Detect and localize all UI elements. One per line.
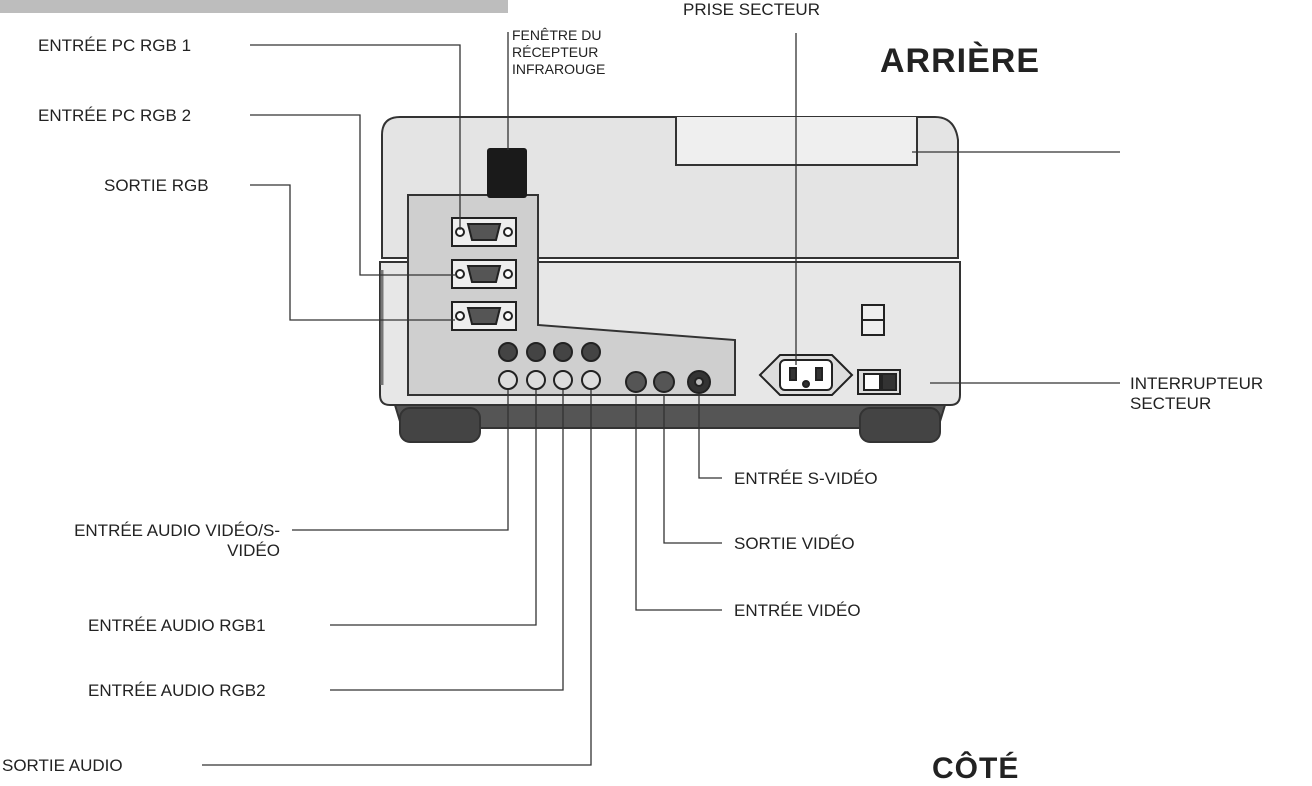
label-audio-video-in: ENTRÉE AUDIO VIDÉO/S- VIDÉO (8, 521, 280, 561)
video-jacks (625, 370, 711, 394)
label-power-socket: PRISE SECTEUR (683, 0, 820, 19)
label-video-in: ENTRÉE VIDÉO (734, 601, 861, 620)
label-rgb-out: SORTIE RGB (104, 176, 209, 195)
label-audio-video-in-line1: ENTRÉE AUDIO VIDÉO/S- (74, 521, 280, 540)
label-audio-rgb1-in: ENTRÉE AUDIO RGB1 (88, 616, 266, 635)
power-socket (758, 354, 854, 396)
ir-receiver-window (487, 148, 527, 198)
label-audio-rgb2-in: ENTRÉE AUDIO RGB2 (88, 681, 266, 700)
label-audio-out: SORTIE AUDIO (2, 756, 123, 775)
label-svideo-in: ENTRÉE S-VIDÉO (734, 469, 878, 488)
power-switch (857, 304, 901, 395)
video-in-jack (625, 371, 647, 393)
label-ir-window: FENÊTRE DU RÉCEPTEUR INFRAROUGE (512, 27, 605, 78)
leader-lines (202, 32, 1120, 766)
label-audio-video-in-line2: VIDÉO (227, 541, 280, 560)
label-pc-rgb-in-2: ENTRÉE PC RGB 2 (38, 106, 192, 125)
heading-rear: ARRIÈRE (880, 42, 1041, 80)
top-gray-bar (0, 0, 508, 13)
label-pc-rgb-in-1: ENTRÉE PC RGB 1 (38, 36, 192, 55)
audio-jacks (498, 342, 601, 390)
label-power-switch: INTERRUPTEUR SECTEUR (1130, 374, 1263, 414)
label-ir-window-line2: RÉCEPTEUR (512, 44, 599, 60)
label-power-switch-line1: INTERRUPTEUR (1130, 374, 1264, 393)
label-power-switch-line2: SECTEUR (1130, 394, 1212, 413)
rgb-ports (451, 217, 517, 331)
label-ir-window-line3: INFRAROUGE (512, 61, 606, 77)
video-out-jack (653, 371, 675, 393)
label-ir-window-line1: FENÊTRE DU (512, 27, 602, 43)
label-video-out: SORTIE VIDÉO (734, 534, 855, 553)
heading-side: CÔTÉ (932, 752, 1020, 785)
